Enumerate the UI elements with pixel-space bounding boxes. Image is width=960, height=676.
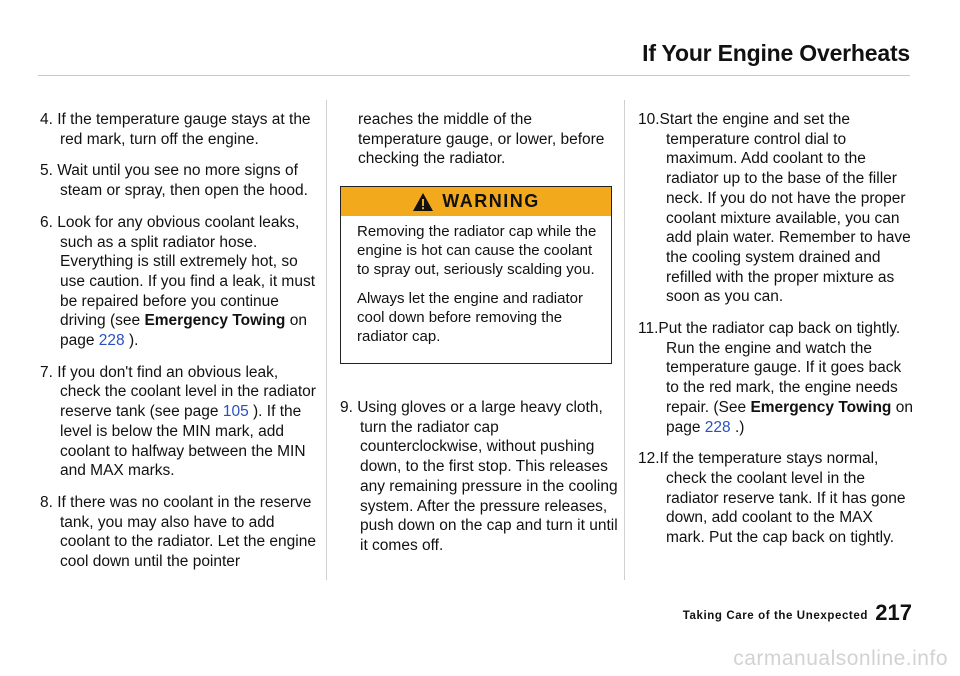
- site-watermark: carmanualsonline.info: [733, 647, 948, 670]
- warning-header: WARNING: [341, 187, 611, 216]
- step-4: 4. If the temperature gauge stays at the…: [40, 111, 311, 148]
- step-8: 8. If there was no coolant in the reserv…: [40, 493, 316, 571]
- column-divider-1: [326, 100, 327, 580]
- step-6-text-2: on page: [60, 312, 307, 350]
- section-footer: Taking Care of the Unexpected: [682, 610, 868, 622]
- warning-title: WARNING: [442, 191, 540, 211]
- column-1: 4. If the temperature gauge stays at the…: [40, 110, 322, 584]
- step-5: 5. Wait until you see no more signs of s…: [40, 162, 308, 200]
- emergency-towing-ref-2: Emergency Towing: [750, 398, 892, 416]
- step-7-text: 7. If you don't find an obvious leak, ch…: [40, 363, 316, 421]
- page-number: 217: [875, 600, 912, 625]
- page-link-105[interactable]: 105: [222, 403, 249, 421]
- warning-triangle-icon: [413, 192, 434, 211]
- step-12: 12.If the temperature stays normal, chec…: [638, 450, 906, 547]
- warning-box: WARNING Removing the radiator cap while …: [340, 186, 612, 364]
- step-7: 7. If you don't find an obvious leak, ch…: [40, 363, 322, 481]
- step-8-continued: reaches the middle of the temperature ga…: [358, 111, 605, 168]
- step-10: 10.Start the engine and set the temperat…: [638, 111, 911, 306]
- step-6-text-3: ).: [124, 332, 139, 350]
- step-6-text: 6. Look for any obvious coolant leaks, s…: [40, 213, 316, 330]
- step-9: 9. Using gloves or a large heavy cloth, …: [340, 399, 618, 554]
- warning-paragraph-1: Removing the radiator cap while the engi…: [357, 223, 597, 278]
- warning-paragraph-2: Always let the engine and radiator cool …: [357, 290, 583, 345]
- emergency-towing-ref: Emergency Towing: [144, 312, 286, 330]
- step-11-text: 11.Put the radiator cap back on tightly.…: [638, 320, 902, 416]
- header-divider: [38, 75, 910, 76]
- page-link-228[interactable]: 228: [98, 332, 125, 350]
- step-11-text-3: .): [730, 418, 745, 436]
- page-link-228-b[interactable]: 228: [704, 418, 731, 436]
- page-title: If Your Engine Overheats: [642, 40, 910, 66]
- step-7-text-2: ). If the level is below the MIN mark, a…: [60, 403, 306, 480]
- step-11: 11.Put the radiator cap back on tightly.…: [638, 319, 914, 437]
- column-2-lower: 9. Using gloves or a large heavy cloth, …: [340, 398, 618, 568]
- warning-body: Removing the radiator cap while the engi…: [341, 216, 611, 346]
- step-6: 6. Look for any obvious coolant leaks, s…: [40, 213, 322, 351]
- step-11-text-2: on page: [666, 398, 913, 436]
- column-2: reaches the middle of the temperature ga…: [340, 110, 616, 169]
- column-divider-2: [624, 100, 625, 580]
- column-3: 10.Start the engine and set the temperat…: [638, 110, 914, 560]
